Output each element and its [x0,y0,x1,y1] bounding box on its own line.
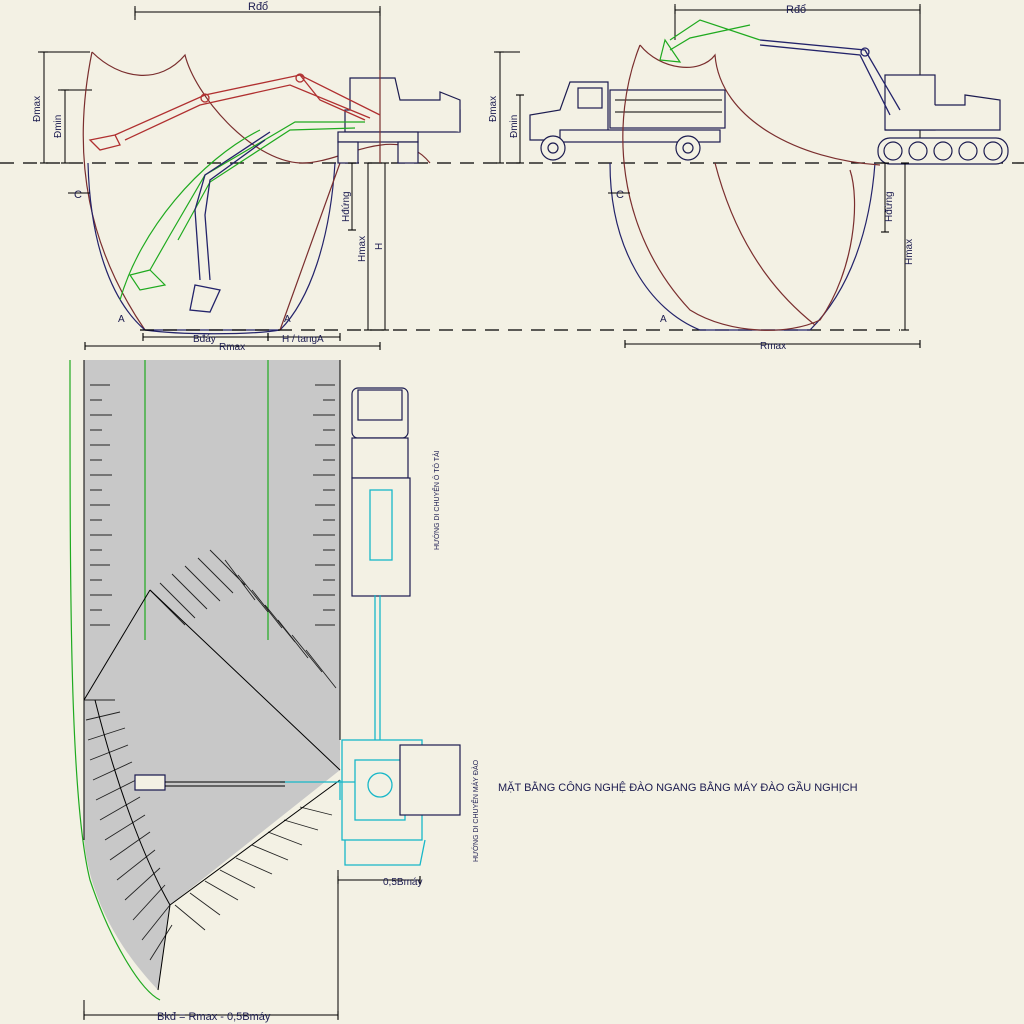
bottom-width-label: Bkđ = Rmax - 0,5Bmáy [157,1011,271,1023]
excavator-plan [280,489,461,866]
boom-high-position [114,74,381,136]
r-do-right-label: Rđổ [786,4,806,16]
h-max-right-label: Hmax [904,239,915,265]
d-max-left-label: Đmax [32,96,43,122]
excavator-side-left [337,70,461,164]
angle-a1: A [118,314,125,325]
r-do-left-label: Rđổ [248,1,268,13]
dig-envelope-left [119,129,261,301]
h-max-left-label: Hmax [357,236,368,262]
h-dung-right-label: Hđứng [884,191,895,222]
h-left-label: H [374,243,385,250]
plan-view: HƯỚNG DI CHUYỂN Ô TÔ TẢI HƯỚNG DI CHUYỂN… [69,359,858,1023]
half-width-label: 0,5Bmáy [383,877,422,888]
boom-right-green [669,19,761,41]
pit-outline-left [87,162,336,331]
angle-a2: A [284,314,291,325]
truck-direction-label: HƯỚNG DI CHUYỂN Ô TÔ TẢI [432,450,441,550]
excavator-side-right [877,74,1009,165]
left-elevation: Rđổ Đmax Đmin [0,1,1024,353]
boom-plan [134,774,166,791]
boom-right [759,39,901,111]
c-left-label: C [74,189,82,201]
angle-a3: A [660,314,667,325]
excavator-direction-label: HƯỚNG DI CHUYỂN MÁY ĐÀO [471,759,480,862]
c-right-label: C [616,189,624,201]
b-day-label: Bđáy [193,334,216,345]
boom-mid-position [149,121,365,271]
excavated-trench [84,360,340,635]
pit-outline-right [609,162,876,331]
dump-truck-plan [351,387,411,597]
dump-envelope-left [91,51,431,164]
d-min-left-label: Đmin [53,115,64,138]
boom-low-position [194,131,271,281]
d-max-right-label: Đmax [488,96,499,122]
h-tang-label: H / tangA [282,334,324,345]
plan-title: MẶT BẰNG CÔNG NGHỆ ĐÀO NGANG BẰNG MÁY ĐÀ… [498,781,858,794]
dump-truck-side [529,81,726,161]
dump-envelope-right [639,44,881,166]
r-max-right-label: Rmax [760,341,786,352]
h-dung-left-label: Hđứng [341,191,352,222]
d-min-right-label: Đmin [509,115,520,138]
slope-hatching [84,384,337,961]
r-max-left-label: Rmax [219,342,245,353]
right-elevation: Rđổ Đmax Đmin [488,4,1009,352]
